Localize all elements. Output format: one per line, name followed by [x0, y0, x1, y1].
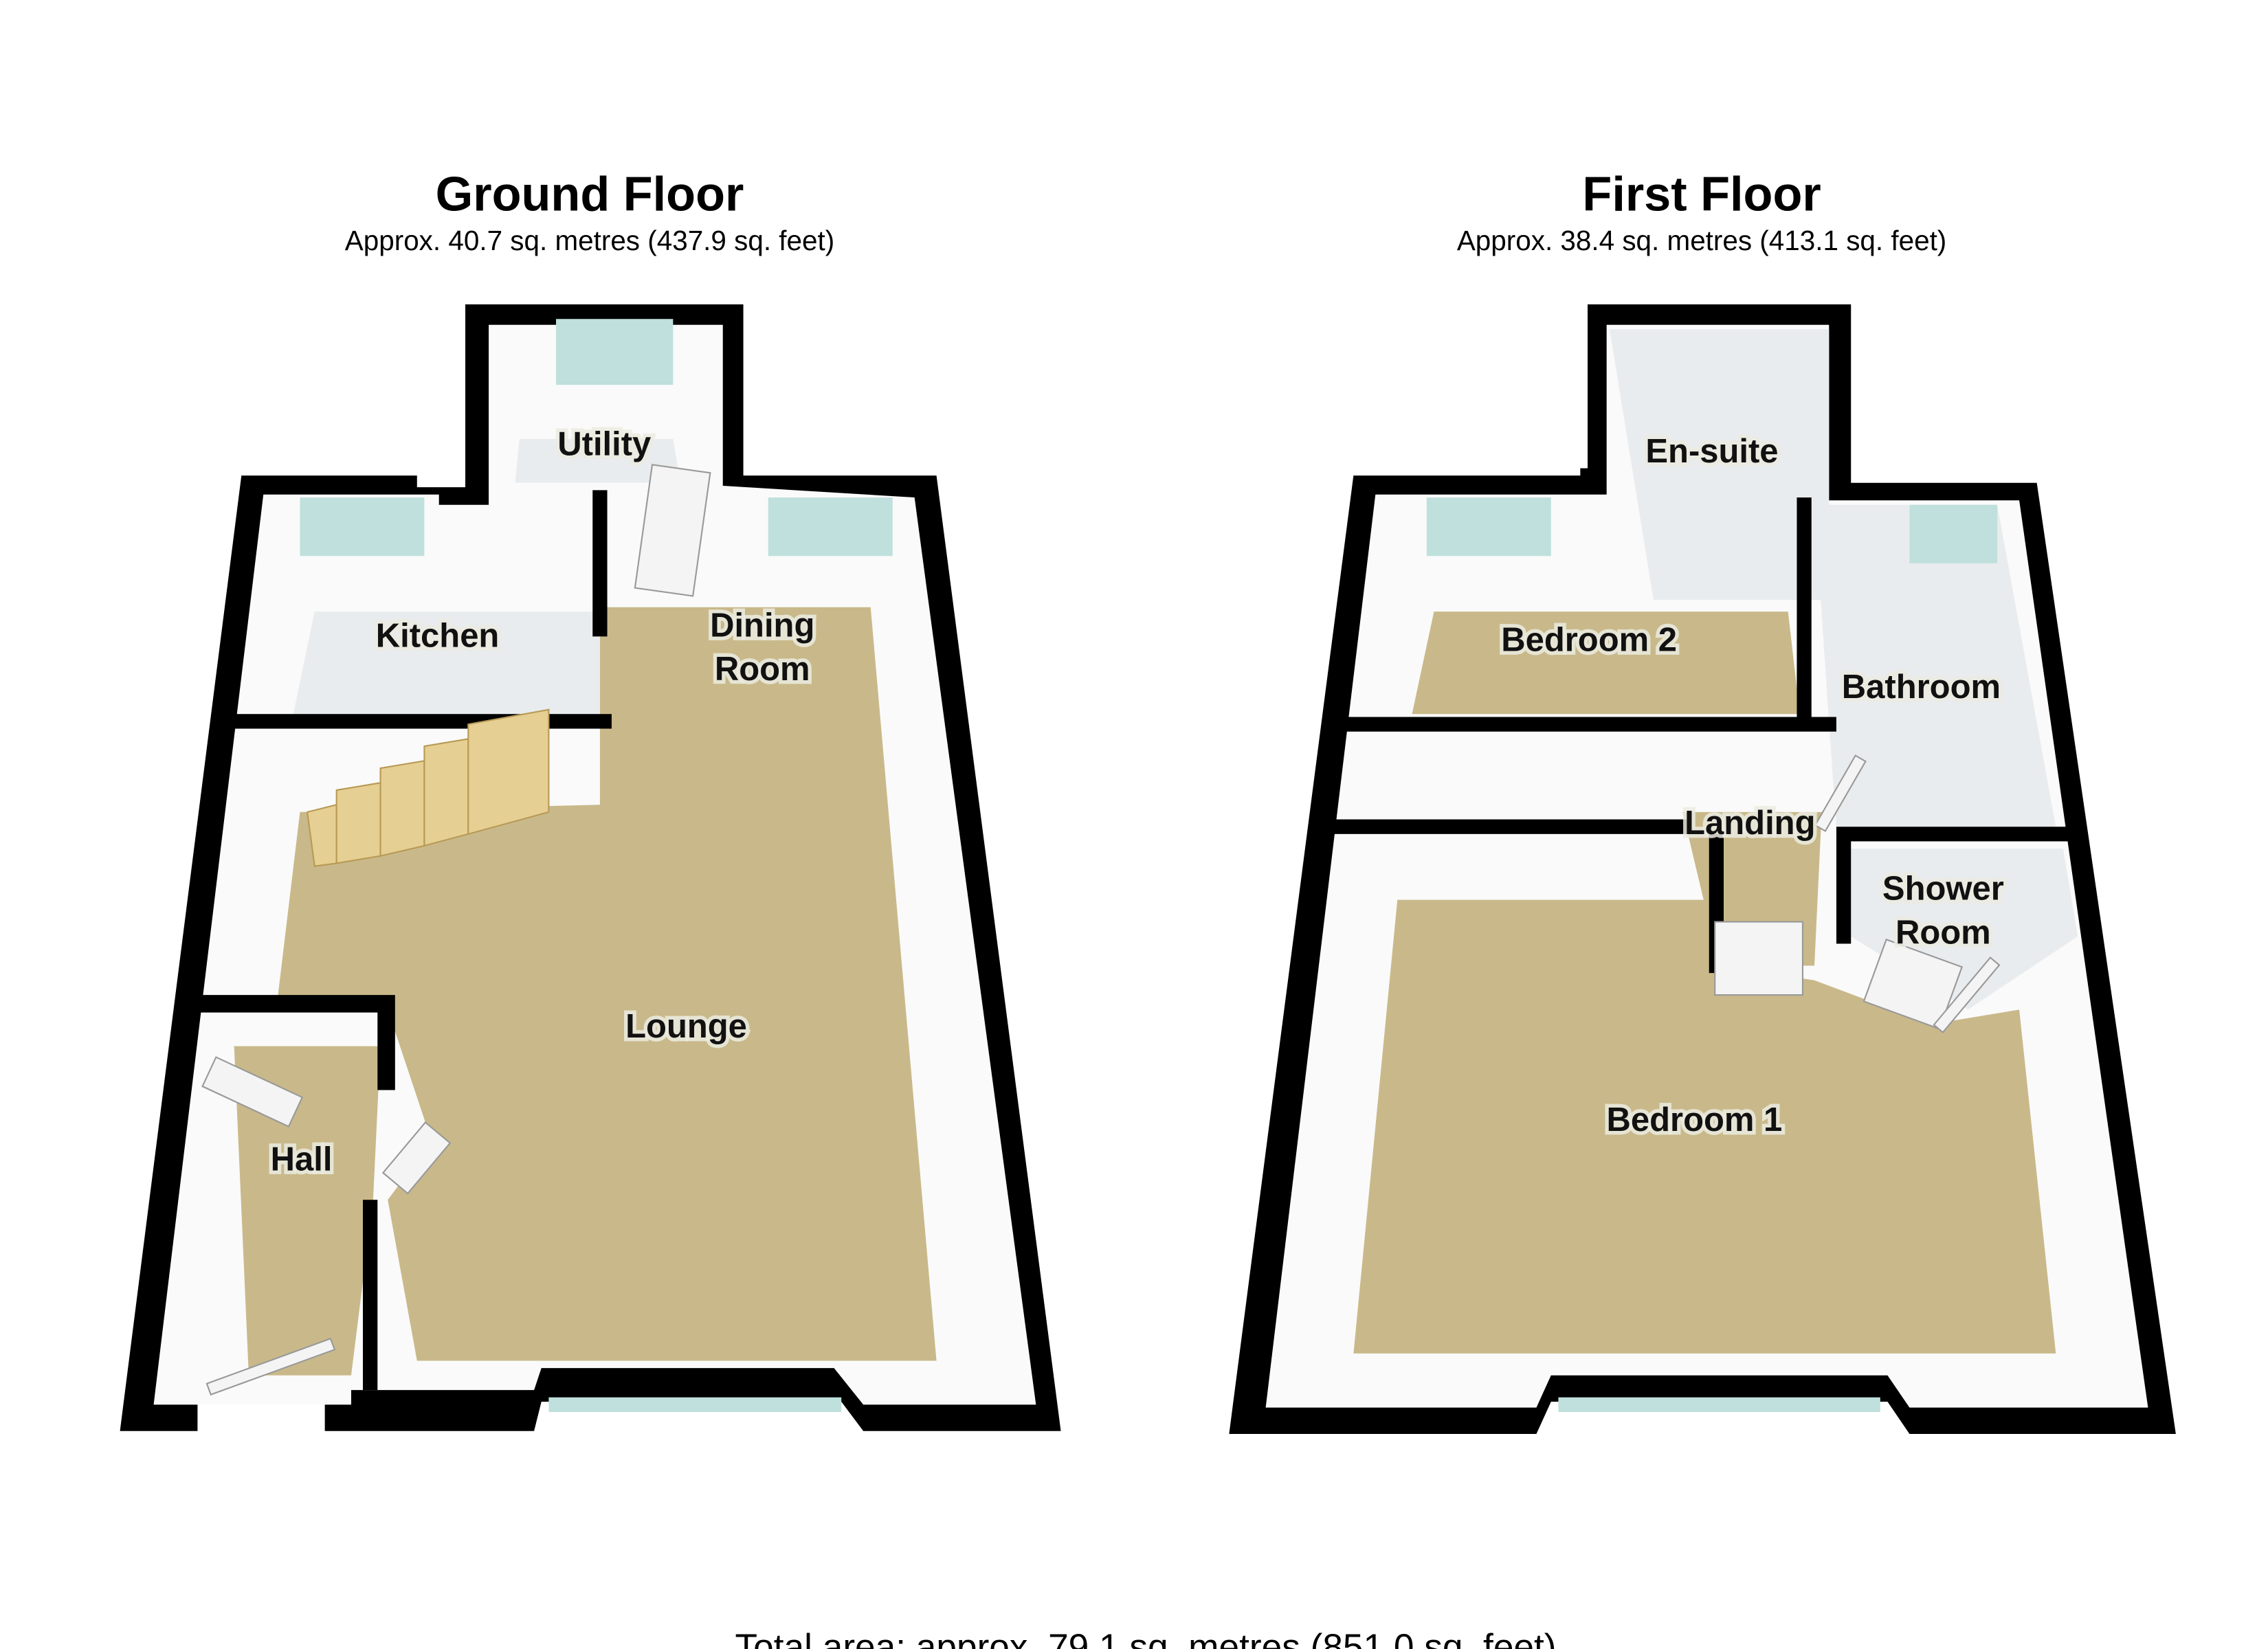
kitchen-wall	[234, 714, 612, 729]
hall-wall	[197, 995, 395, 1090]
room-label-ensuite: En-suite	[1645, 433, 1778, 470]
kitchen-floor	[292, 612, 600, 717]
front-door	[205, 1337, 336, 1396]
ensuite-floor	[1609, 329, 1830, 601]
utility-door	[634, 464, 711, 597]
hall-floor	[234, 1046, 381, 1376]
lounge-door	[381, 1121, 452, 1195]
utility-floor	[515, 438, 680, 483]
ground-floor-plan: Utility Kitchen Dining Room Lounge Hall	[120, 304, 1061, 1431]
stair-step	[467, 708, 550, 835]
ground-floor-area: Approx. 40.7 sq. metres (437.9 sq. feet)	[345, 225, 834, 256]
bathroom-floor	[1814, 504, 2056, 827]
room-label-shower: Shower	[1882, 871, 2004, 908]
room-label-dining-room: Room	[715, 651, 810, 688]
lounge-floor	[278, 607, 937, 1361]
kitchen-utility-wall	[592, 490, 608, 637]
window	[1558, 1397, 1880, 1413]
bathroom-wall	[1797, 497, 1812, 725]
room-label-dining: Dining	[710, 607, 814, 644]
first-floor-title: First Floor	[1582, 167, 1821, 221]
room-label-kitchen: Kitchen	[376, 617, 500, 654]
room-label-bedroom-2: Bedroom 2	[1501, 622, 1677, 659]
bedroom-2-floor	[1412, 612, 1800, 715]
window	[1909, 504, 1998, 563]
stair-step	[379, 760, 425, 857]
hall-door	[201, 1056, 304, 1128]
room-label-lounge: Lounge	[625, 1008, 747, 1045]
window	[300, 497, 425, 557]
room-label-hall: Hall	[271, 1141, 333, 1178]
window	[768, 497, 893, 557]
first-floor-plan: En-suite Bedroom 2 Bathroom Landing Show…	[1229, 304, 2176, 1434]
window	[1426, 497, 1551, 557]
bedroom-2-wall	[1339, 717, 1836, 732]
ground-floor-title: Ground Floor	[436, 167, 744, 221]
bathroom-door	[1814, 754, 1867, 832]
stair-step	[423, 738, 469, 847]
bedroom-1-wall	[1331, 819, 1691, 834]
room-label-shower-room: Room	[1895, 915, 1991, 952]
bedroom-1-floor	[1353, 899, 2056, 1354]
shower-room-wall	[1836, 827, 2078, 944]
first-floor-area: Approx. 38.4 sq. metres (413.1 sq. feet)	[1457, 225, 1946, 256]
bedroom-door	[1933, 956, 2001, 1034]
staircase	[306, 708, 550, 867]
total-area: Total area: approx. 79.1 sq. metres (851…	[735, 1627, 1557, 1649]
stair-step	[335, 782, 381, 864]
bedroom-1-door	[1714, 921, 1804, 996]
room-label-bedroom-1: Bedroom 1	[1607, 1101, 1783, 1138]
shower-room-door	[1863, 939, 1964, 1030]
window	[556, 319, 674, 385]
room-label-utility: Utility	[557, 425, 651, 462]
window	[548, 1397, 842, 1413]
hall-lounge-wall	[363, 1200, 378, 1391]
room-label-landing: Landing	[1685, 805, 1815, 842]
room-label-bathroom: Bathroom	[1842, 669, 2001, 706]
